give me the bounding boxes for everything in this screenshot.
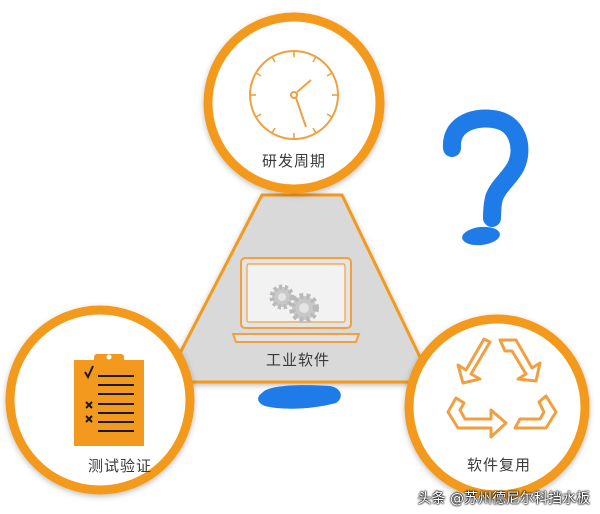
laptop-gears-icon: [231, 257, 361, 343]
recycle-icon: [446, 337, 558, 439]
top-circle: [203, 12, 385, 194]
bottom-right-node-label: 软件复用: [466, 456, 531, 474]
question-mark-icon: [443, 109, 529, 246]
watermark-text: 头条 @苏州德尼尔科挡水板: [417, 491, 590, 507]
clock-icon: [249, 50, 339, 140]
top-node-label: 研发周期: [261, 152, 326, 170]
center-node-label: 工业软件: [265, 351, 330, 369]
bottom-left-node-label: 测试验证: [87, 457, 152, 475]
blue-brush-stroke: [258, 385, 341, 409]
clipboard-checklist-icon: [74, 354, 144, 446]
